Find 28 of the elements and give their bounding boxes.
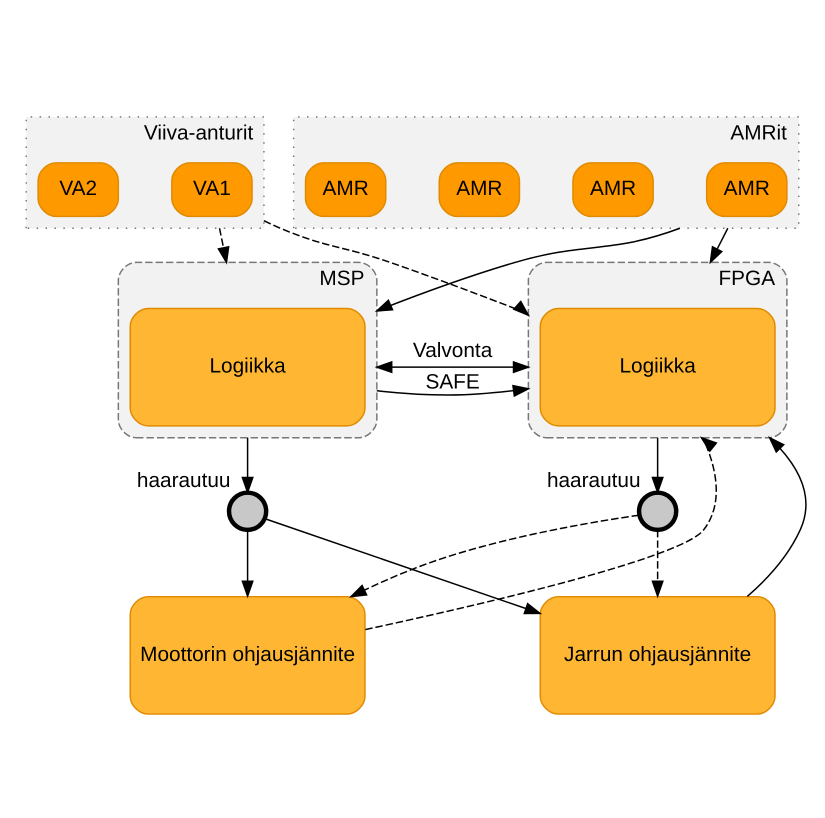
arrow [241,530,254,598]
arrow [348,514,640,598]
arrow [264,220,530,316]
node-box: AMR [572,162,654,217]
node-box: AMR [706,162,788,217]
arrow [217,228,230,264]
node-label: haarautuu [136,468,231,492]
node-box: AMR [438,162,520,217]
node-box: AMR [304,162,386,217]
node-box: Logiikka [540,307,776,426]
node-box: VA2 [37,162,120,217]
node-box: Moottorin ohjausjännite [129,595,366,714]
node-box: Logiikka [129,307,366,426]
arrow [709,227,728,264]
node-circle [226,490,268,532]
edge-label: SAFE [425,370,480,393]
arrow [374,227,680,312]
arrow [374,360,531,373]
arrow [746,436,807,596]
node-circle [636,490,678,532]
arrow [651,530,664,598]
edge-label: Valvonta [412,338,492,362]
node-box: VA1 [171,162,253,217]
node-box: Jarrun ohjausjännite [540,595,776,714]
arrow [376,384,531,397]
arrow [365,436,718,630]
node-label: haarautuu [546,468,641,492]
arrow [264,517,542,614]
